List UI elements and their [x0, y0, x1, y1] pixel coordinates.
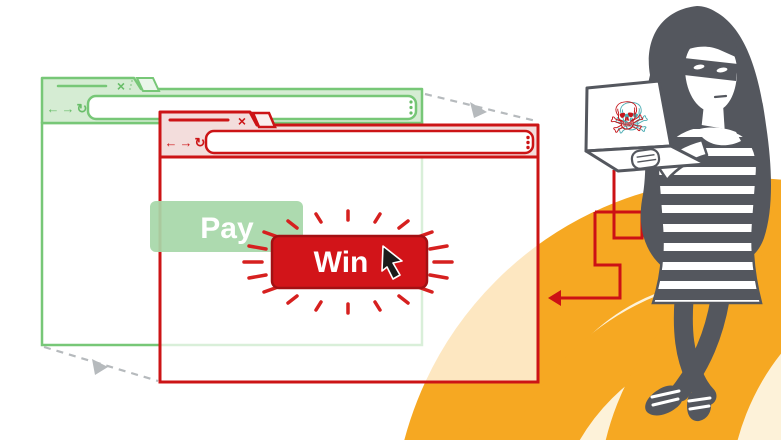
win-button-label: Win: [314, 246, 369, 279]
hand: [630, 148, 661, 170]
legit-menu-dots-icon[interactable]: [409, 100, 413, 115]
legit-forward-icon[interactable]: →: [62, 101, 75, 116]
mask-icon: [684, 58, 738, 81]
overlay-arrow-bottom: [43, 345, 159, 383]
pay-button[interactable]: Pay: [150, 201, 303, 252]
legit-back-icon[interactable]: ←: [47, 101, 60, 116]
mouth: [713, 94, 728, 99]
legit-tab-close-icon[interactable]: ×: [117, 78, 125, 94]
eye-left: [693, 64, 705, 70]
hacker-figure: ☠ ☠: [584, 6, 771, 422]
neckline: [697, 127, 741, 146]
overlay-alignment-arrows: [43, 92, 537, 383]
attack-trace: [556, 170, 644, 300]
tab-dot: [131, 80, 133, 82]
overlay-arrowhead-bottom: [92, 359, 108, 375]
scam-reload-icon[interactable]: ↻: [195, 135, 206, 150]
leg-front: [670, 290, 730, 402]
hair-bangs: [682, 31, 739, 58]
scam-forward-icon[interactable]: →: [180, 135, 193, 150]
scam-new-tab-button[interactable]: [251, 111, 277, 129]
tab-dot: [129, 88, 131, 90]
attack-arrowhead: [548, 290, 561, 306]
emphasis-rays: [242, 209, 454, 315]
legit-reload-icon[interactable]: ↻: [77, 101, 88, 116]
scam-back-icon[interactable]: ←: [165, 135, 178, 150]
scam-address-bar[interactable]: [204, 129, 535, 155]
pay-button-label: Pay: [200, 212, 254, 245]
skull-icon-shadow: ☠: [611, 92, 652, 144]
mouse-cursor-icon: [381, 245, 403, 280]
win-button[interactable]: Win: [270, 234, 429, 290]
overlay-arrowhead-top: [470, 102, 487, 118]
scam-menu-dots-icon[interactable]: [526, 135, 530, 150]
scam-tab-close-icon[interactable]: ×: [238, 113, 246, 129]
sandal-straps: [650, 389, 712, 411]
legit-new-tab-button[interactable]: [135, 77, 161, 92]
eye-right: [716, 67, 728, 73]
tab-dot: [130, 84, 132, 86]
skull-icon: ☠: [606, 92, 647, 144]
attack-connection: [548, 170, 644, 306]
overlay-arrow-top: [424, 92, 537, 123]
